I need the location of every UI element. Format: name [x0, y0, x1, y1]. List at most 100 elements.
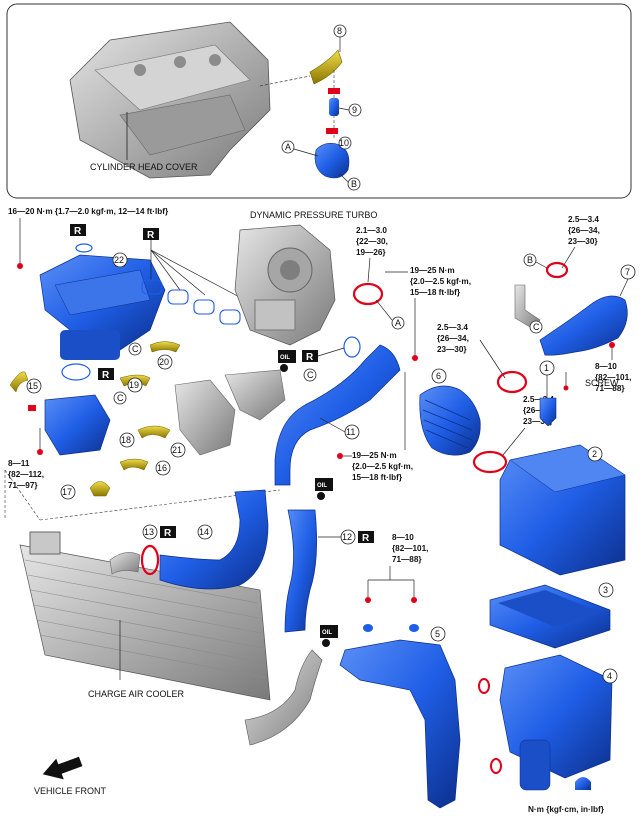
callout-15: 15 — [28, 381, 38, 391]
callout-13: 13 — [144, 527, 154, 537]
air-cleaner-case-4-part — [499, 654, 613, 791]
torque-clamp-hose6-bottom-line3: 23—30} — [523, 417, 553, 426]
clamp-hose6-bottom — [472, 450, 508, 474]
callout-A-inset: A — [285, 142, 291, 152]
bracket-18-part — [44, 394, 111, 456]
torque-bracket-18-line1: 8—11 — [8, 459, 30, 468]
svg-text:OIL: OIL — [280, 355, 290, 361]
callout-11: 11 — [346, 427, 355, 437]
screw-label: SCREW — [585, 378, 619, 388]
callout-B-main: B — [527, 255, 533, 265]
torque-pipe-11-line3: 15—18 ft·lbf} — [352, 473, 403, 482]
hose-15-part — [9, 371, 29, 393]
torque-clamp-turbo-line3: 19—26} — [356, 248, 386, 257]
sensor-1-part — [539, 397, 557, 427]
callout-12: 12 — [342, 532, 352, 542]
callout-7: 7 — [625, 267, 630, 277]
torque-manifold-bolts: 16—20 N·m {1.7—2.0 kgf·m, 12—14 ft·lbf} — [8, 207, 169, 216]
charge-air-pipe-11-part — [274, 344, 401, 486]
callout-C-3: C — [117, 393, 124, 403]
air-cleaner-cover-2-part — [499, 444, 626, 576]
vehicle-front-arrow-icon — [42, 756, 83, 780]
intake-manifold-22-part — [39, 254, 166, 360]
hose-21-part — [137, 425, 171, 439]
svg-text:R: R — [306, 352, 314, 363]
clamp-13-part — [140, 544, 160, 576]
dynamic-pressure-turbo-part — [234, 224, 336, 346]
torque-bracket-7-line2: {82—101, — [595, 373, 631, 382]
case-mount-part — [575, 777, 591, 790]
callout-6: 6 — [436, 371, 441, 381]
torque-duct-5-line3: 71—88} — [392, 555, 422, 564]
torque-pipe-11-line1: 19—25 N·m — [352, 451, 397, 460]
hose-8-part — [309, 49, 343, 85]
callout-21: 21 — [172, 445, 182, 455]
hose-10-part — [314, 143, 350, 179]
unit-legend: N·m {kgf·cm, in·lbf} — [528, 805, 605, 814]
callout-14: 14 — [199, 527, 209, 537]
torque-clamp-turbo-line2: {22—30, — [356, 237, 388, 246]
torque-clamp-hose6-top-line2: {26—34, — [437, 334, 469, 343]
svg-text:OIL: OIL — [322, 630, 332, 636]
callout-19: 19 — [129, 380, 139, 390]
bracket-pipe-part — [224, 369, 286, 421]
clamp-case-bottom — [490, 758, 502, 774]
callout-20: 20 — [159, 357, 169, 367]
torque-clamp-top-right-line3: 23—30} — [568, 237, 598, 246]
torque-clamp-hose6-bottom-line2: {26—34, — [523, 406, 555, 415]
charge-air-hose-14-part — [159, 489, 269, 590]
callout-C-4: C — [132, 344, 139, 354]
replace-badge-6: R — [358, 531, 374, 544]
charge-air-hose-12-part — [284, 509, 317, 633]
torque-bracket-18-line2: {82—112, — [8, 470, 44, 479]
replace-badge-2: R — [143, 228, 159, 241]
charge-air-cooler-label: CHARGE AIR COOLER — [88, 689, 185, 699]
air-hose-7-part — [539, 295, 628, 356]
fresh-air-duct-5-part — [339, 639, 461, 809]
callout-17: 17 — [62, 487, 72, 497]
svg-text:R: R — [147, 230, 155, 241]
cylinder-head-cover-part — [69, 21, 271, 179]
torque-bracket-7-line1: 8—10 — [595, 362, 617, 371]
torque-turbo-bolt-line2: {2.0—2.5 kgf·m, — [410, 277, 471, 286]
hose-16-part — [119, 458, 149, 471]
svg-text:OIL: OIL — [317, 483, 327, 489]
vehicle-front-label: VEHICLE FRONT — [34, 786, 107, 796]
torque-clamp-hose6-bottom-line1: 2.5—3.4 — [523, 395, 554, 404]
callout-A-main: A — [395, 318, 401, 328]
replace-badge-1: R — [70, 224, 86, 237]
callout-B-inset: B — [351, 179, 357, 189]
replace-badge-3: R — [302, 350, 318, 363]
callout-2: 2 — [592, 449, 597, 459]
torque-bracket-18-line3: 71—97} — [8, 481, 38, 490]
torque-duct-5-line2: {82—101, — [392, 544, 428, 553]
callout-18: 18 — [121, 435, 131, 445]
torque-clamp-top-right-line1: 2.5—3.4 — [568, 215, 599, 224]
air-hose-6-part — [419, 385, 481, 456]
torque-turbo-bolt-line3: 15—18 ft·lbf} — [410, 288, 461, 297]
clip-17-part — [89, 481, 111, 497]
torque-clamp-turbo-line1: 2.1—3.0 — [356, 226, 387, 235]
callout-3: 3 — [603, 585, 608, 595]
dynamic-pressure-turbo-label: DYNAMIC PRESSURE TURBO — [250, 210, 377, 220]
oil-badge-2: OIL — [315, 478, 333, 500]
clamp-turbo-outlet — [352, 282, 384, 306]
svg-text:R: R — [74, 226, 82, 237]
manifold-gaskets — [141, 279, 241, 325]
cylinder-head-cover-label: CYLINDER HEAD COVER — [90, 162, 198, 172]
clamp-hose6-top — [496, 370, 528, 394]
torque-duct-5-line1: 8—10 — [392, 533, 414, 542]
clip-10-part — [326, 128, 338, 134]
svg-text:R: R — [362, 533, 370, 544]
oring-turbo — [343, 336, 361, 358]
cooler-inlet-part — [109, 552, 141, 575]
callout-4: 4 — [607, 671, 612, 681]
callout-16: 16 — [157, 463, 167, 473]
torque-clamp-hose6-top-line1: 2.5—3.4 — [437, 323, 468, 332]
torque-clamp-hose6-top-line3: 23—30} — [437, 345, 467, 354]
connector-9-part — [329, 98, 339, 116]
clip-15-part — [28, 405, 36, 411]
clamp-top-right — [545, 261, 569, 279]
bracket-bypass-part — [514, 284, 541, 331]
